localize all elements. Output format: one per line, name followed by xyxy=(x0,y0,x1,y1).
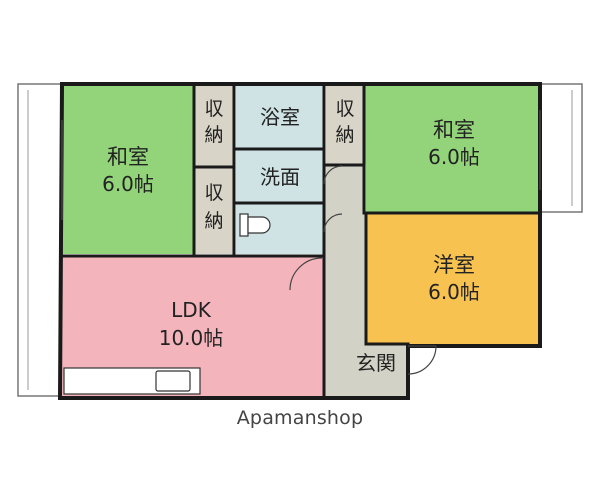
bath-area xyxy=(236,84,324,148)
room-name-washroom: 洗面 xyxy=(260,165,300,189)
balcony-right xyxy=(539,83,583,213)
svg-text:納: 納 xyxy=(335,124,354,146)
room-name-youshitsu: 洋室 xyxy=(433,253,475,277)
room-washitsu-left xyxy=(62,84,194,254)
svg-text:収: 収 xyxy=(335,98,354,120)
svg-text:納: 納 xyxy=(204,210,223,232)
door-swings xyxy=(289,165,437,375)
storage-2-area xyxy=(194,168,234,254)
storage-1-area xyxy=(194,84,234,166)
svg-text:納: 納 xyxy=(204,124,223,146)
storage-3-area xyxy=(326,84,364,164)
windows xyxy=(61,110,541,220)
room-name-ldk: LDK xyxy=(171,298,212,322)
kitchen-counter xyxy=(63,367,201,395)
entrance-area xyxy=(344,344,408,396)
room-washitsu-right xyxy=(364,84,542,212)
svg-text:収: 収 xyxy=(204,182,223,204)
storage-label-1: 収 納 xyxy=(204,98,223,146)
room-name-washitsu-right: 和室 xyxy=(433,118,475,142)
storage-label-2: 収 納 xyxy=(204,182,223,232)
svg-text:収: 収 xyxy=(204,98,223,120)
room-size-youshitsu: 6.0帖 xyxy=(428,280,480,304)
room-size-ldk: 10.0帖 xyxy=(159,326,224,350)
room-name-bath: 浴室 xyxy=(260,105,300,129)
room-size-washitsu-right: 6.0帖 xyxy=(428,145,480,169)
watermark-logo: Apamanshop xyxy=(236,407,364,429)
washroom-area xyxy=(236,150,324,202)
room-size-washitsu-left: 6.0帖 xyxy=(102,172,154,196)
room-name-entrance: 玄関 xyxy=(356,351,396,375)
room-youshitsu xyxy=(366,214,542,344)
toilet-icon xyxy=(239,213,271,237)
balcony-left xyxy=(17,83,63,397)
storage-label-3: 収 納 xyxy=(335,98,354,146)
room-name-washitsu-left: 和室 xyxy=(107,145,149,169)
